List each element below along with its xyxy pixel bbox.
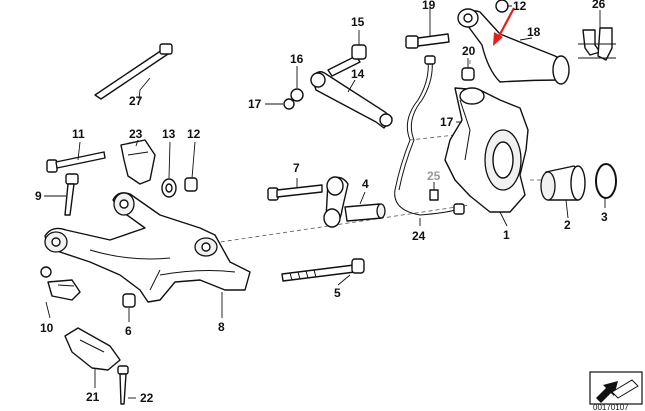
part-12-nut-left [184,177,198,192]
part-26-clips [578,27,616,61]
callout-17-right: 17 [440,115,454,129]
part-12-nut-top [495,0,509,13]
callout-4: 4 [362,177,369,191]
callout-12-top: 12 [513,0,527,13]
part-2-bushing [540,165,586,201]
part-9-bolt [64,173,79,216]
callout-labels: 27 15 19 12 18 26 20 16 17 14 17 11 23 1… [35,0,608,405]
part-5-long-bolt [281,258,365,282]
document-number: 00170107 [593,403,629,411]
callout-19: 19 [422,0,436,12]
part-13-washer [161,178,177,198]
part-27-cable-tie [94,43,173,100]
part-3-circlip [595,163,617,199]
part-18-upper-arm [457,8,570,85]
part-21-plate [64,327,121,371]
callout-22: 22 [140,391,154,405]
callout-18: 18 [527,25,541,39]
callout-14: 14 [351,67,365,81]
part-19-bolt [405,33,450,49]
callout-2: 2 [564,218,571,232]
part-16-nut [290,88,304,102]
callout-26: 26 [592,0,606,11]
part-11-bolt [46,151,106,173]
part-1-wheel-carrier [444,87,529,213]
callout-15: 15 [351,15,365,29]
callout-7: 7 [293,161,300,175]
part-23-bracket [120,139,156,185]
callout-16: 16 [290,52,304,66]
callout-8: 8 [218,320,225,334]
red-arrow-icon [493,7,515,46]
part-7-bolt [267,184,323,201]
callout-11: 11 [72,127,85,141]
part-15-bolt [327,44,367,77]
leader-lines [44,5,606,399]
callout-10: 10 [40,321,54,335]
callout-20: 20 [462,44,476,58]
part-24-sensor-cable [394,55,465,216]
callout-3: 3 [601,210,608,224]
callout-9: 9 [35,189,42,203]
callout-25: 25 [427,169,441,183]
part-10-bump-stop [40,266,81,301]
callout-27: 27 [129,94,143,108]
callout-24: 24 [412,229,426,243]
callout-23: 23 [129,127,143,141]
callout-6: 6 [125,324,132,338]
part-6-nut [122,293,136,308]
callout-17-left: 17 [248,97,262,111]
callout-1: 1 [503,228,510,242]
part-14-link-arm [310,71,393,129]
callout-13: 13 [162,127,176,141]
callout-21: 21 [86,390,100,404]
part-8-lower-control-arm [44,192,251,303]
direction-arrow-icon [589,371,643,405]
part-4-link-rod [323,176,386,228]
callout-12-left: 12 [187,127,201,141]
part-22-screw [117,365,129,405]
part-20-nut [461,67,475,81]
callout-5: 5 [334,286,341,300]
part-25-clip [429,189,439,201]
part-17-nut-left [283,98,295,110]
